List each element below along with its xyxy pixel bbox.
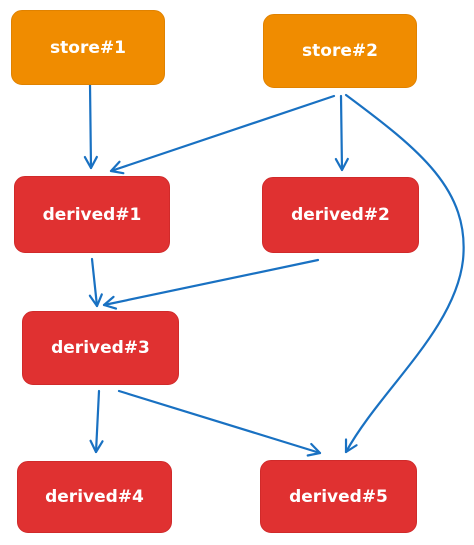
edge-derived3-to-derived5 — [117, 389, 322, 457]
edge-line — [339, 94, 344, 172]
node-derived4[interactable]: derived#4 — [17, 461, 172, 533]
edge-line — [88, 82, 93, 170]
node-label: derived#4 — [45, 487, 144, 507]
arrowhead — [109, 160, 125, 175]
arrowhead — [88, 293, 103, 308]
node-store1[interactable]: store#1 — [11, 10, 165, 85]
node-label: derived#5 — [289, 486, 388, 507]
arrowhead — [83, 155, 98, 170]
edge-derived1-to-derived3 — [88, 257, 103, 308]
arrowhead — [102, 295, 118, 310]
edge-line — [94, 389, 101, 454]
node-derived2[interactable]: derived#2 — [262, 177, 419, 253]
node-derived1[interactable]: derived#1 — [14, 176, 170, 253]
arrowhead — [344, 438, 358, 454]
arrowhead — [334, 157, 349, 172]
edge-store2-to-derived5 — [344, 93, 465, 454]
edge-store2-to-derived2 — [334, 94, 349, 172]
edge-line — [117, 389, 322, 455]
node-label: derived#3 — [51, 338, 150, 358]
edge-line — [109, 94, 336, 173]
node-label: store#2 — [302, 41, 378, 61]
edge-store1-to-derived1 — [83, 82, 98, 170]
edge-line — [90, 257, 99, 308]
node-label: store#1 — [50, 37, 126, 58]
edge-store2-to-derived1 — [109, 94, 336, 175]
node-derived5[interactable]: derived#5 — [260, 460, 417, 533]
edge-line — [344, 93, 465, 454]
node-label: derived#2 — [291, 205, 390, 225]
node-label: derived#1 — [42, 204, 142, 225]
arrowhead — [306, 442, 322, 457]
edge-line — [102, 258, 320, 307]
edge-derived3-to-derived4 — [89, 389, 104, 454]
node-derived3[interactable]: derived#3 — [22, 311, 179, 385]
edge-derived2-to-derived3 — [102, 258, 320, 310]
node-store2[interactable]: store#2 — [263, 14, 417, 88]
arrowhead — [89, 439, 104, 454]
